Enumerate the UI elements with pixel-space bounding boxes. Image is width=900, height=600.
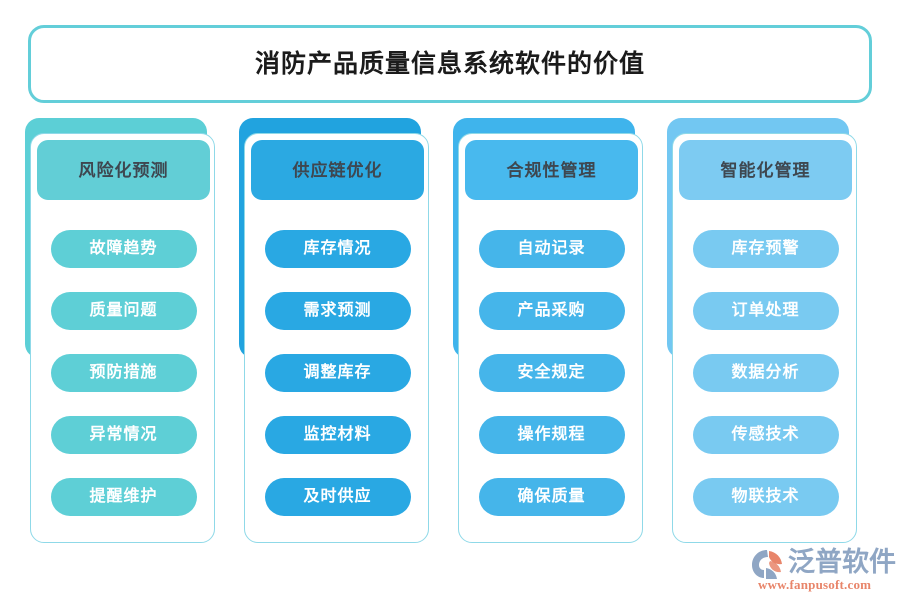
- list-item[interactable]: 需求预测: [264, 292, 411, 330]
- column-item-list: 库存情况 需求预测 调整库存 监控材料 及时供应: [251, 230, 424, 516]
- list-item[interactable]: 及时供应: [264, 478, 411, 516]
- list-item-label: 传感技术: [731, 426, 800, 443]
- value-column-supply-chain: 供应链优化 库存情况 需求预测 调整库存 监控材料 及时供应: [239, 118, 429, 543]
- column-header-label: 风险化预测: [78, 160, 169, 180]
- value-column-compliance: 合规性管理 自动记录 产品采购 安全规定 操作规程 确保质量: [453, 118, 643, 543]
- list-item[interactable]: 监控材料: [264, 416, 411, 454]
- column-header-label: 智能化管理: [720, 160, 811, 180]
- list-item[interactable]: 异常情况: [50, 416, 197, 454]
- list-item[interactable]: 故障趋势: [50, 230, 197, 268]
- list-item-label: 监控材料: [303, 426, 372, 443]
- list-item[interactable]: 物联技术: [692, 478, 839, 516]
- list-item-label: 库存预警: [731, 240, 800, 257]
- value-column-risk-prediction: 风险化预测 故障趋势 质量问题 预防措施 异常情况 提醒维护: [25, 118, 215, 543]
- column-card: 风险化预测 故障趋势 质量问题 预防措施 异常情况 提醒维护: [30, 133, 215, 543]
- column-header-label: 供应链优化: [292, 160, 383, 180]
- list-item[interactable]: 库存预警: [692, 230, 839, 268]
- column-item-list: 库存预警 订单处理 数据分析 传感技术 物联技术: [679, 230, 852, 516]
- column-header-badge[interactable]: 智能化管理: [679, 140, 852, 200]
- list-item-label: 安全规定: [517, 364, 586, 381]
- list-item-label: 及时供应: [303, 488, 372, 505]
- page-title: 消防产品质量信息系统软件的价值: [254, 49, 645, 78]
- column-card: 供应链优化 库存情况 需求预测 调整库存 监控材料 及时供应: [244, 133, 429, 543]
- list-item-label: 产品采购: [517, 302, 586, 319]
- brand-logo: 泛普软件 www.fanpusoft.com: [748, 546, 896, 594]
- list-item-label: 提醒维护: [89, 488, 158, 505]
- list-item-label: 数据分析: [731, 364, 800, 381]
- fanpu-logo-icon: [752, 550, 782, 579]
- column-header-badge[interactable]: 合规性管理: [465, 140, 638, 200]
- value-columns: 风险化预测 故障趋势 质量问题 预防措施 异常情况 提醒维护 供应链优化 库存: [0, 118, 900, 548]
- brand-name: 泛普软件: [788, 547, 896, 577]
- column-item-list: 自动记录 产品采购 安全规定 操作规程 确保质量: [465, 230, 638, 516]
- column-card: 合规性管理 自动记录 产品采购 安全规定 操作规程 确保质量: [458, 133, 643, 543]
- column-item-list: 故障趋势 质量问题 预防措施 异常情况 提醒维护: [37, 230, 210, 516]
- value-column-intelligent-management: 智能化管理 库存预警 订单处理 数据分析 传感技术 物联技术: [667, 118, 857, 543]
- list-item[interactable]: 订单处理: [692, 292, 839, 330]
- list-item-label: 订单处理: [731, 302, 800, 319]
- list-item-label: 库存情况: [303, 240, 372, 257]
- list-item[interactable]: 安全规定: [478, 354, 625, 392]
- list-item-label: 预防措施: [89, 364, 158, 381]
- list-item-label: 自动记录: [517, 240, 586, 257]
- list-item[interactable]: 确保质量: [478, 478, 625, 516]
- column-header-label: 合规性管理: [506, 160, 597, 180]
- page-title-box: 消防产品质量信息系统软件的价值: [28, 25, 872, 103]
- list-item-label: 调整库存: [303, 364, 372, 381]
- brand-url: www.fanpusoft.com: [758, 577, 872, 592]
- list-item[interactable]: 操作规程: [478, 416, 625, 454]
- list-item[interactable]: 质量问题: [50, 292, 197, 330]
- column-header-badge[interactable]: 风险化预测: [37, 140, 210, 200]
- list-item[interactable]: 预防措施: [50, 354, 197, 392]
- list-item-label: 质量问题: [89, 302, 158, 319]
- list-item[interactable]: 数据分析: [692, 354, 839, 392]
- list-item-label: 确保质量: [517, 488, 586, 505]
- list-item[interactable]: 传感技术: [692, 416, 839, 454]
- list-item[interactable]: 提醒维护: [50, 478, 197, 516]
- list-item[interactable]: 调整库存: [264, 354, 411, 392]
- list-item-label: 故障趋势: [89, 240, 158, 257]
- column-header-badge[interactable]: 供应链优化: [251, 140, 424, 200]
- column-card: 智能化管理 库存预警 订单处理 数据分析 传感技术 物联技术: [672, 133, 857, 543]
- list-item-label: 需求预测: [303, 302, 372, 319]
- list-item-label: 操作规程: [517, 426, 586, 443]
- list-item[interactable]: 库存情况: [264, 230, 411, 268]
- list-item-label: 物联技术: [731, 488, 800, 505]
- list-item-label: 异常情况: [89, 426, 158, 443]
- list-item[interactable]: 产品采购: [478, 292, 625, 330]
- list-item[interactable]: 自动记录: [478, 230, 625, 268]
